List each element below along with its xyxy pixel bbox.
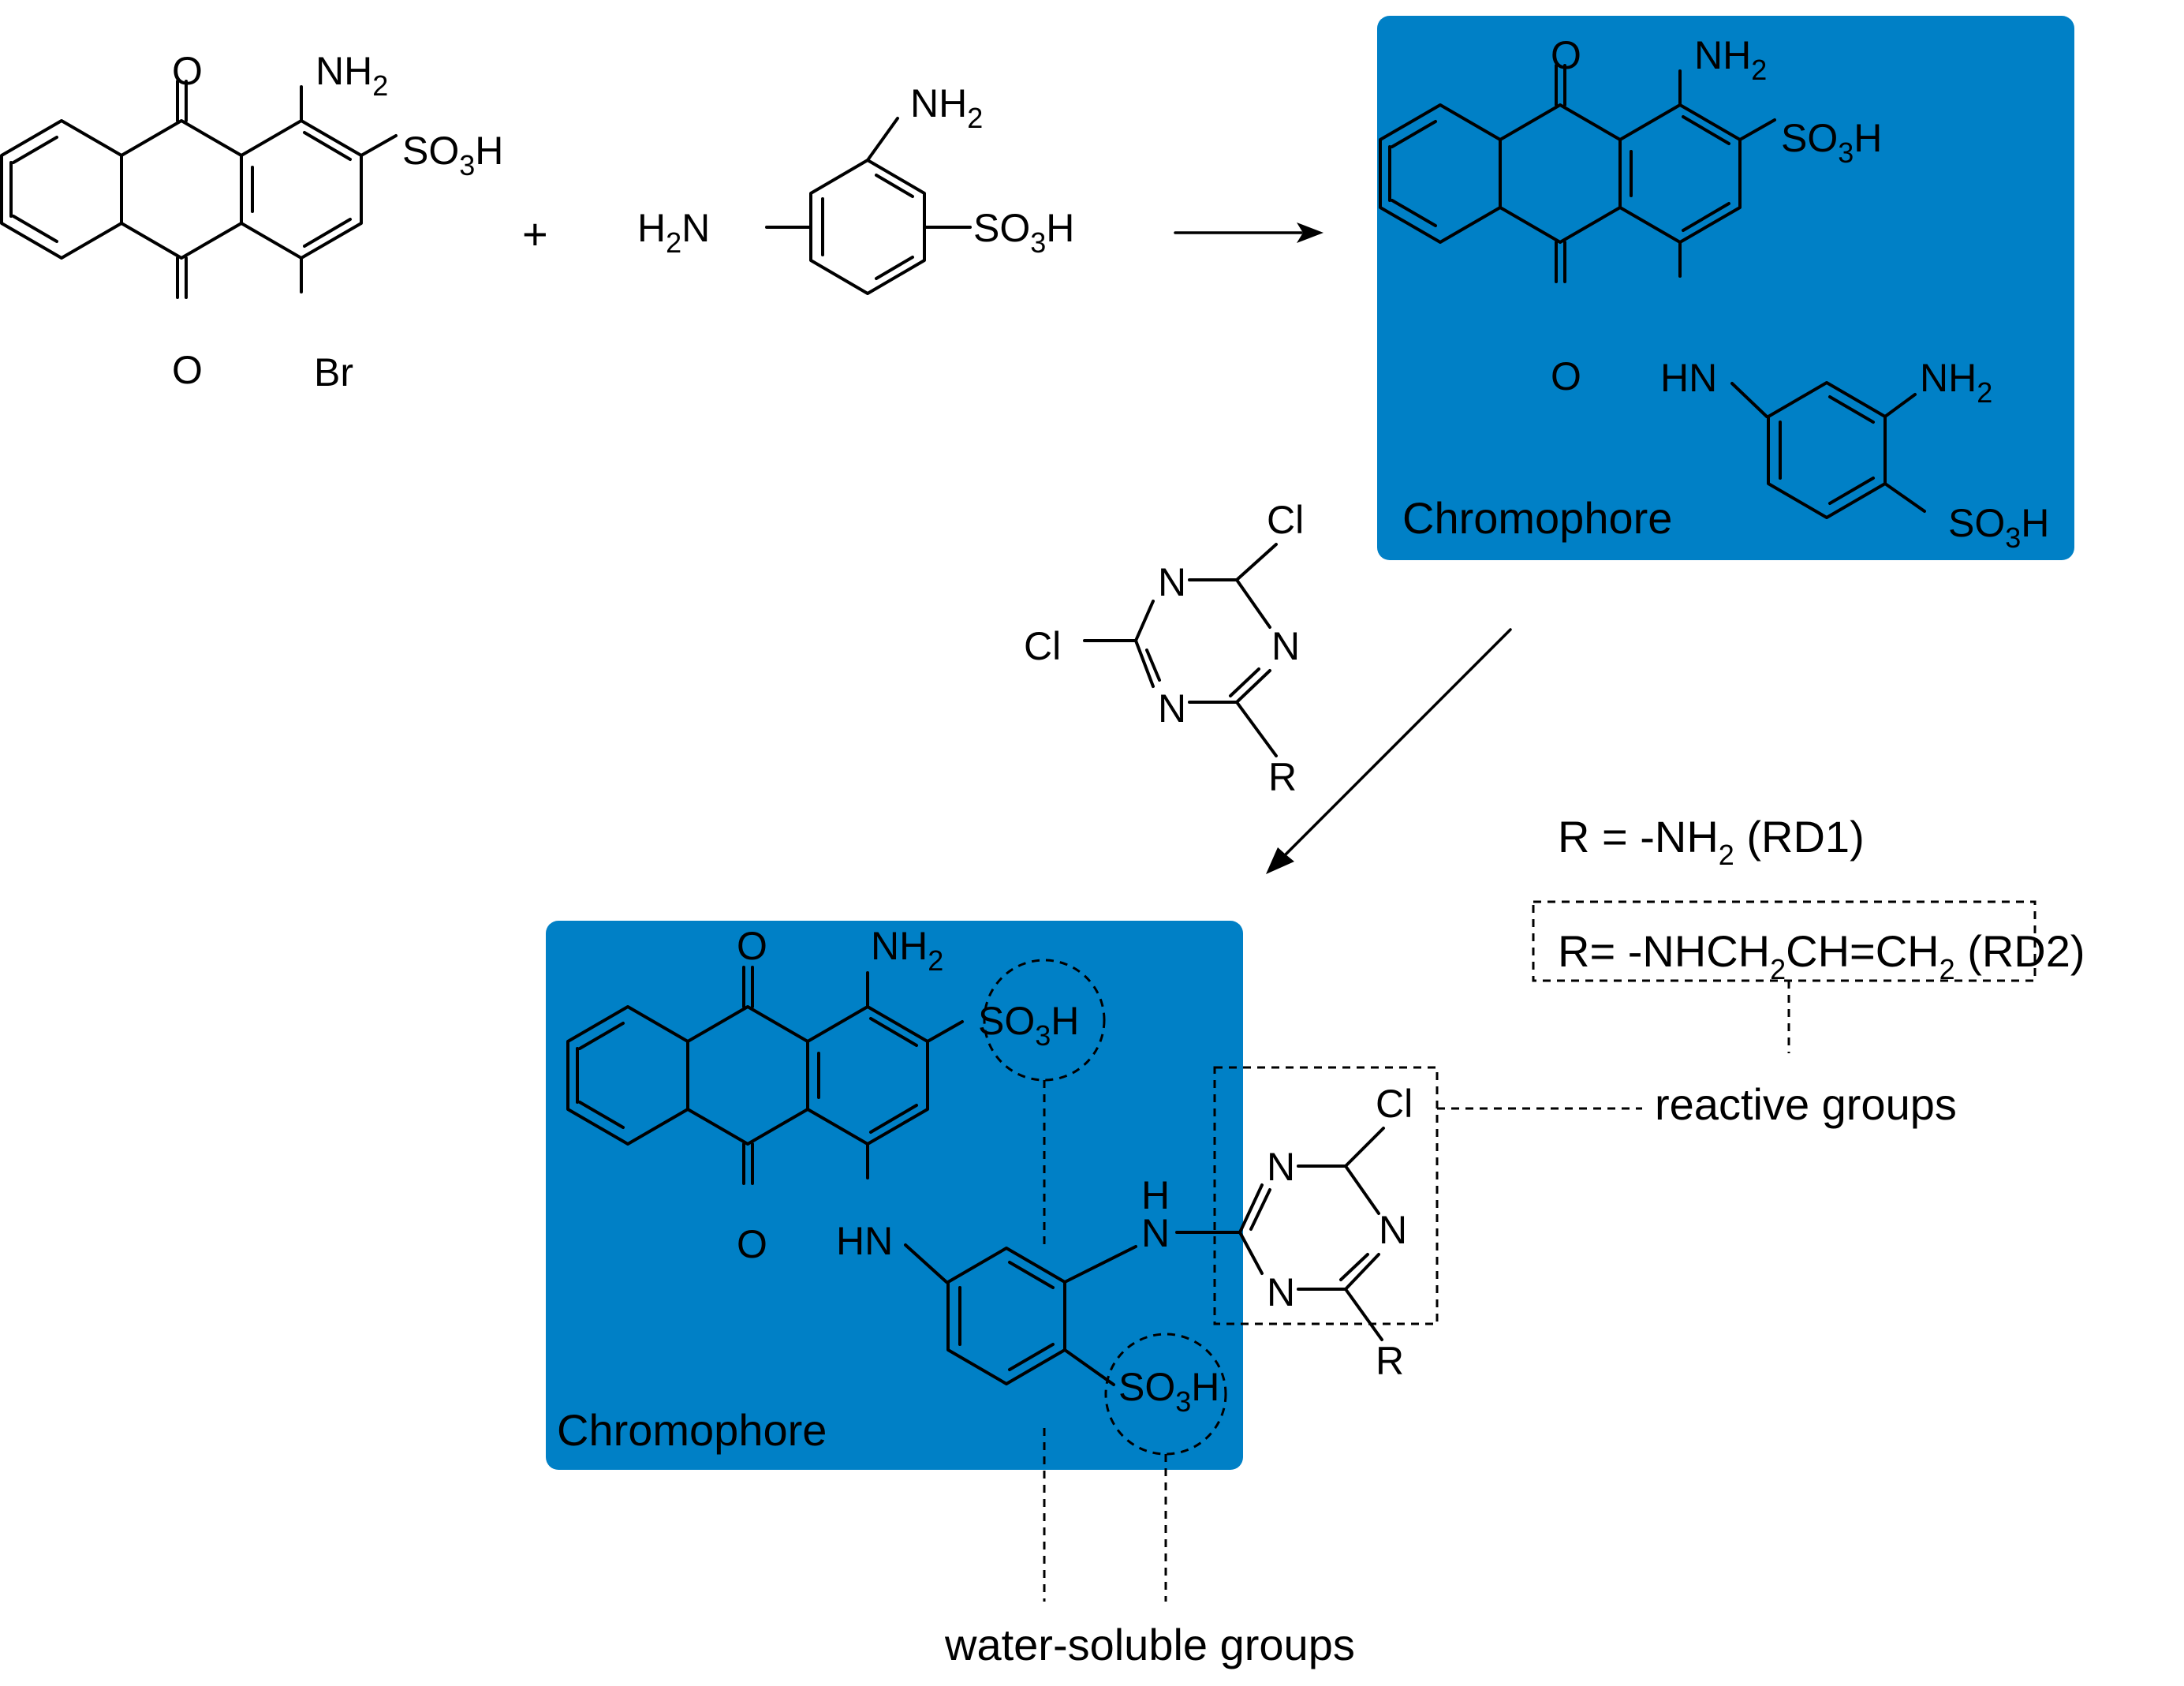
water-soluble-circle — [983, 959, 1106, 1082]
rd1-definition: R = -NH2 (RD1) — [1558, 812, 1865, 871]
atom-H: H — [1141, 1173, 1170, 1217]
atom-O: O — [172, 348, 203, 392]
atom-N: N — [1267, 1145, 1295, 1189]
atom-NH2: NH2 — [871, 924, 943, 977]
atom-SO3H: SO3H — [1118, 1365, 1219, 1418]
atom-H2N: H2N — [637, 206, 710, 259]
triazine-R: R — [1268, 755, 1297, 799]
rd2-definition: R= -NHCH2CH=CH2 (RD2) — [1558, 926, 2085, 985]
atom-Cl: Cl — [1024, 624, 1061, 668]
atom-SO3H: SO3H — [1781, 116, 1882, 169]
atom-Cl: Cl — [1267, 498, 1304, 542]
reaction-arrow-2 — [1266, 628, 1512, 874]
atom-Cl: Cl — [1376, 1082, 1413, 1126]
reagent-dichlorotriazine: Cl N N N Cl R — [1024, 498, 1304, 799]
atom-N: N — [1141, 1211, 1170, 1255]
atom-SO3H: SO3H — [402, 129, 503, 181]
atom-O: O — [1551, 354, 1581, 398]
product-reactive-dye: O O NH2 SO3H HN SO3H H N Chromophore N N… — [557, 924, 1642, 1602]
reactive-group-box — [1213, 1066, 1439, 1325]
atom-HN: HN — [1660, 356, 1717, 400]
product-chromophore: O O NH2 SO3H HN NH2 SO3H Chromophore — [1379, 33, 2049, 554]
plus-sign: + — [522, 209, 548, 259]
atom-O: O — [737, 1222, 767, 1266]
reaction-arrow-1 — [1174, 222, 1323, 243]
atom-N: N — [1271, 624, 1300, 668]
r-definitions: R = -NH2 (RD1) R= -NHCH2CH=CH2 (RD2) — [1532, 812, 2085, 1053]
atom-HN: HN — [836, 1219, 893, 1263]
reactant-bromaminic-acid: O O NH2 SO3H Br — [0, 49, 503, 394]
atom-NH2: NH2 — [1920, 356, 1992, 409]
atom-O: O — [1551, 33, 1581, 77]
atom-NH: NH2 — [315, 49, 388, 102]
atom-N: N — [1379, 1208, 1407, 1252]
reactant-diaminobenzenesulfonic-acid: NH2 SO3H H2N — [637, 81, 1074, 295]
atom-N: N — [1158, 560, 1186, 604]
water-soluble-circle — [1104, 1333, 1227, 1456]
reactive-groups-label: reactive groups — [1655, 1079, 1957, 1129]
atom-SO3H: SO3H — [1948, 501, 2049, 554]
chromophore-panel-product2 — [546, 921, 1243, 1470]
atom-N: N — [1267, 1270, 1295, 1314]
chromophore-label: Chromophore — [557, 1405, 827, 1455]
atom-N: N — [1158, 686, 1186, 731]
chromophore-label: Chromophore — [1402, 493, 1672, 543]
water-soluble-groups-label: water-soluble groups — [944, 1620, 1355, 1669]
atom-O: O — [172, 49, 203, 93]
atom-SO3H: SO3H — [973, 206, 1074, 259]
atom-NH2: NH2 — [910, 81, 983, 134]
atom-O: O — [737, 924, 767, 968]
chromophore-panel-product1 — [1377, 16, 2074, 560]
atom-NH2: NH2 — [1694, 33, 1767, 86]
atom-Br: Br — [314, 350, 353, 394]
reactive-group-box-rd2 — [1532, 900, 2037, 982]
triazine-R: R — [1376, 1339, 1404, 1383]
